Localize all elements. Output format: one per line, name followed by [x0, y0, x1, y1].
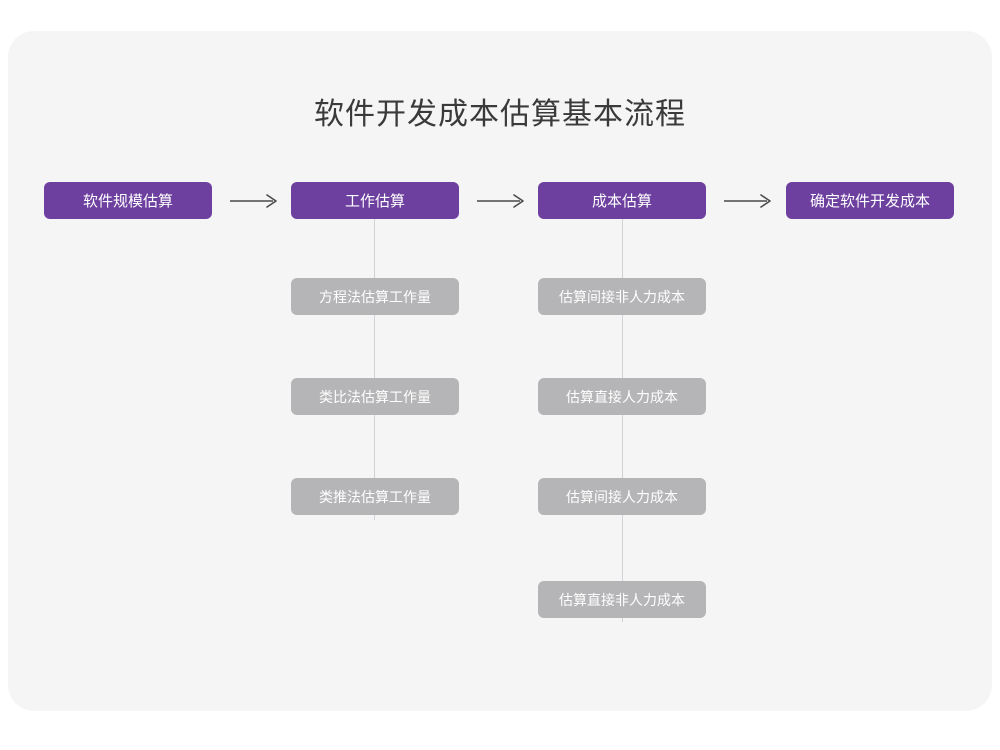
flow-step-label: 确定软件开发成本	[809, 193, 930, 210]
connector-line-branch-2	[622, 210, 623, 622]
flow-step-software-size-estimation[interactable]: 软件规模估算	[44, 182, 212, 219]
branch-item-direct-labor-cost[interactable]: 估算直接人力成本	[538, 378, 706, 415]
branch-item-indirect-nonlabor-cost[interactable]: 估算间接非人力成本	[538, 278, 706, 315]
branch-item-label: 估算直接人力成本	[566, 388, 678, 405]
branch-item-label: 估算间接非人力成本	[559, 288, 685, 305]
branch-item-analogy-method-effort[interactable]: 类比法估算工作量	[291, 378, 459, 415]
branch-item-label: 类推法估算工作量	[319, 488, 431, 505]
arrow-step3-to-step4	[722, 189, 776, 213]
diagram-card	[8, 31, 992, 711]
arrow-step1-to-step2	[228, 189, 282, 213]
branch-item-indirect-labor-cost[interactable]: 估算间接人力成本	[538, 478, 706, 515]
connector-line-branch-1	[374, 210, 375, 520]
flow-step-determine-development-cost[interactable]: 确定软件开发成本	[786, 182, 954, 219]
branch-item-equation-method-effort[interactable]: 方程法估算工作量	[291, 278, 459, 315]
branch-item-label: 估算间接人力成本	[566, 488, 678, 505]
flow-step-cost-estimation[interactable]: 成本估算	[538, 182, 706, 219]
flow-step-label: 软件规模估算	[82, 193, 173, 210]
flow-step-effort-estimation[interactable]: 工作估算	[291, 182, 459, 219]
page-title: 软件开发成本估算基本流程	[314, 98, 686, 131]
branch-item-label: 类比法估算工作量	[319, 388, 431, 405]
branch-item-label: 方程法估算工作量	[319, 288, 431, 305]
branch-item-label: 估算直接非人力成本	[559, 591, 685, 608]
flow-step-label: 工作估算	[344, 193, 405, 210]
branch-item-extrapolation-method-effort[interactable]: 类推法估算工作量	[291, 478, 459, 515]
flow-step-label: 成本估算	[591, 193, 652, 210]
arrow-step2-to-step3	[475, 189, 529, 213]
branch-item-direct-nonlabor-cost[interactable]: 估算直接非人力成本	[538, 581, 706, 618]
